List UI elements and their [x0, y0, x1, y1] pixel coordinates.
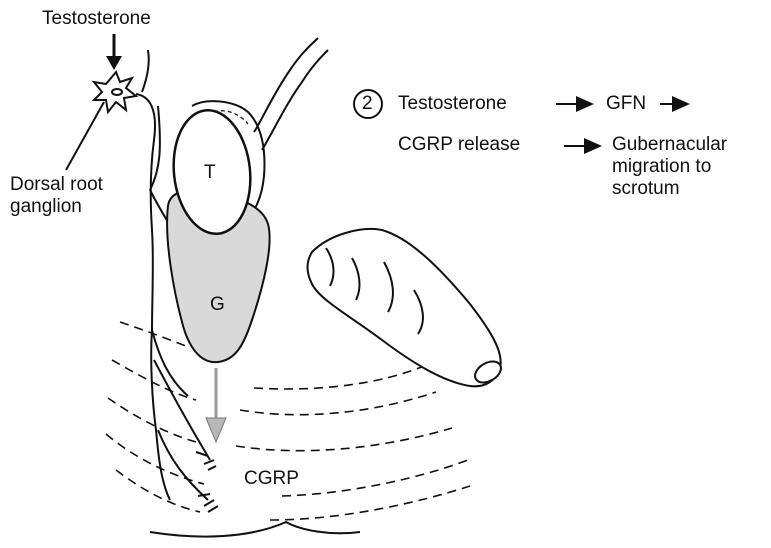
gubernaculum-label: G	[210, 294, 225, 316]
cgrp-label: CGRP	[244, 468, 299, 490]
drg-pointer-line	[66, 102, 104, 170]
testosterone-label-top: Testosterone	[42, 8, 151, 30]
dorsal-root-ganglion-cell	[94, 72, 136, 112]
pathway-gubernacular-migration: Gubernacular migration to scrotum	[612, 134, 727, 200]
pathway-gfn: GFN	[606, 93, 646, 115]
testosterone-arrow	[106, 34, 122, 70]
testis-label: T	[204, 162, 216, 184]
penis	[308, 229, 505, 387]
spermatic-cord	[254, 38, 328, 150]
scrotum-contour	[150, 522, 360, 537]
step-number: 2	[362, 93, 373, 115]
pathway-cgrp-release: CGRP release	[398, 134, 520, 156]
cgrp-arrow	[206, 368, 226, 442]
dorsal-root-ganglion-label: Dorsal root ganglion	[10, 174, 103, 218]
pathway-testosterone: Testosterone	[398, 93, 507, 115]
